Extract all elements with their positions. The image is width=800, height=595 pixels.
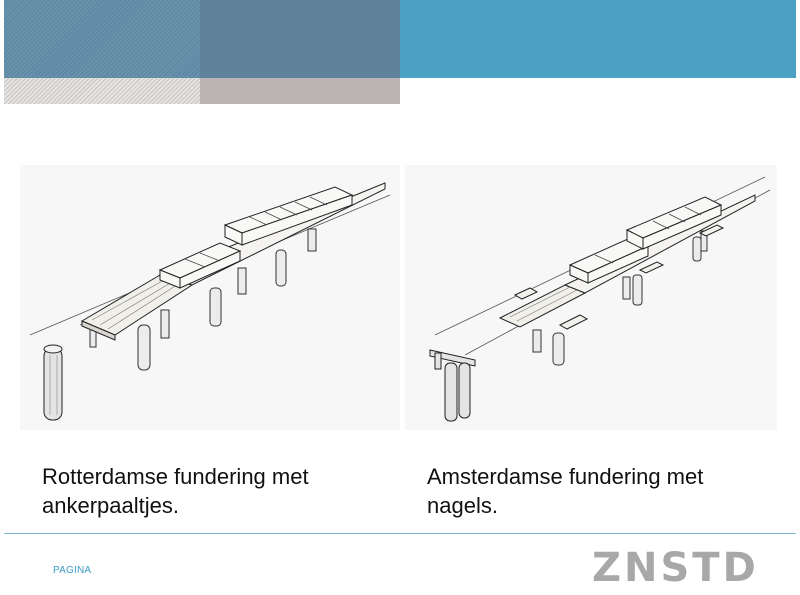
header-texture-strip [4,78,200,104]
header-gray-strip [200,78,400,104]
amsterdam-foundation-illustration [405,165,777,430]
page-label: PAGINA [53,565,92,576]
logo-text: ZNSTD [592,546,759,586]
header-slate-block [200,0,400,78]
header-blue-block [400,0,796,78]
header-texture-block [4,0,200,78]
znstd-logo: ZNSTD [592,546,759,586]
footer-divider [4,533,796,534]
rotterdam-caption: Rotterdamse fundering met ankerpaaltjes. [42,464,309,518]
amsterdam-caption: Amsterdamse fundering met nagels. [427,464,704,518]
rotterdam-foundation-illustration [20,165,400,430]
